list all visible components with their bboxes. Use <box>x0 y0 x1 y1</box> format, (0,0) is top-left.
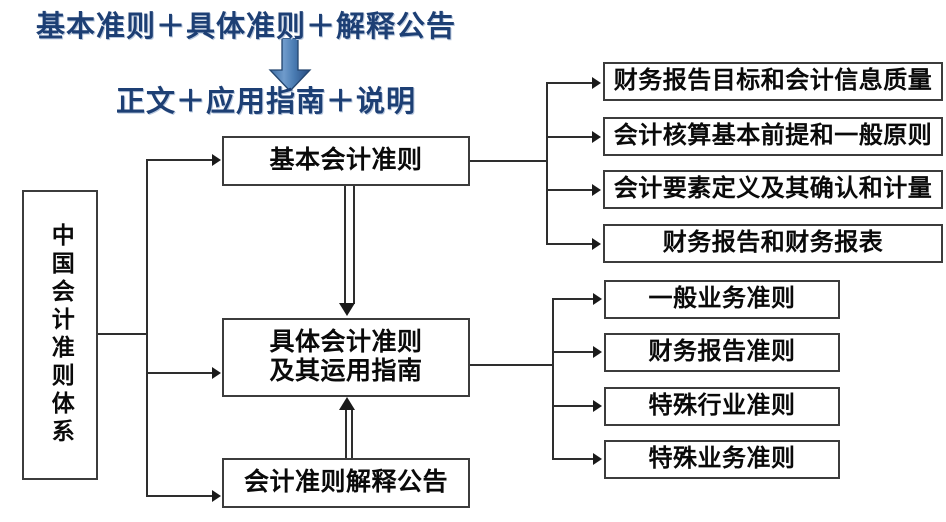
arrowhead-basic-branch-4 <box>592 238 601 250</box>
connector-specific-outgoing <box>470 364 554 366</box>
connector-to-interp <box>146 495 214 497</box>
headline-line-2: 正文＋应用指南＋说明 <box>116 86 417 118</box>
node-specific-child-2[interactable]: 财务报告准则 <box>604 333 840 372</box>
node-specific-child-3[interactable]: 特殊行业准则 <box>604 387 840 426</box>
connector-specific-branch-4 <box>552 458 595 460</box>
connector-basic-branch-4 <box>546 243 594 245</box>
arrowhead-basic-branch-3 <box>592 184 601 196</box>
arrowhead-to-specific <box>212 367 221 379</box>
node-basic-child-3[interactable]: 会计要素定义及其确认和计量 <box>603 170 943 209</box>
connector-basic-to-specific <box>344 186 355 304</box>
connector-to-basic <box>146 159 214 161</box>
arrowhead-basic-branch-1 <box>592 77 601 89</box>
node-basic-child-1[interactable]: 财务报告目标和会计信息质量 <box>603 62 943 101</box>
node-specific-line-2: 及其运用指南 <box>269 357 423 385</box>
arrowhead-specific-branch-1 <box>593 293 602 305</box>
connector-interp-to-specific <box>345 409 353 458</box>
root-node-china-accounting-standards-system[interactable]: 中国会计准则体系 <box>22 190 98 480</box>
node-standards-interpretation-announcement[interactable]: 会计准则解释公告 <box>222 458 470 508</box>
node-basic-child-2[interactable]: 会计核算基本前提和一般原则 <box>603 117 943 156</box>
arrowhead-specific-branch-2 <box>593 346 602 358</box>
connector-specific-branch-2 <box>552 351 595 353</box>
node-specific-accounting-standards[interactable]: 具体会计准则 及其运用指南 <box>222 318 470 397</box>
connector-basic-branch-2 <box>546 136 594 138</box>
connector-specific-branch-3 <box>552 405 595 407</box>
arrowhead-basic-to-specific <box>339 303 355 316</box>
node-basic-child-4[interactable]: 财务报告和财务报表 <box>603 224 943 263</box>
connector-specific-branch-1 <box>552 298 595 300</box>
connector-root-stub <box>98 333 148 335</box>
arrowhead-interp-to-specific <box>339 397 355 410</box>
arrowhead-to-basic <box>212 154 221 166</box>
connector-basic-branch-3 <box>546 189 594 191</box>
connector-specific-fan-trunk <box>552 298 554 459</box>
node-specific-line-1: 具体会计准则 <box>269 328 423 356</box>
connector-to-specific <box>146 372 214 374</box>
arrowhead-specific-branch-3 <box>593 400 602 412</box>
arrowhead-to-interp <box>212 490 221 502</box>
node-basic-accounting-standard[interactable]: 基本会计准则 <box>222 136 470 186</box>
connector-basic-branch-1 <box>546 82 594 84</box>
node-specific-child-4[interactable]: 特殊业务准则 <box>604 440 840 479</box>
arrowhead-specific-branch-4 <box>593 453 602 465</box>
arrowhead-basic-branch-2 <box>592 131 601 143</box>
node-specific-child-1[interactable]: 一般业务准则 <box>604 280 840 319</box>
blue-down-arrow-icon <box>268 38 312 92</box>
headline-line-1: 基本准则＋具体准则＋解释公告 <box>36 11 457 43</box>
connector-basic-fan-trunk <box>546 82 548 245</box>
connector-basic-outgoing <box>470 160 548 162</box>
connector-left-trunk <box>146 159 148 497</box>
